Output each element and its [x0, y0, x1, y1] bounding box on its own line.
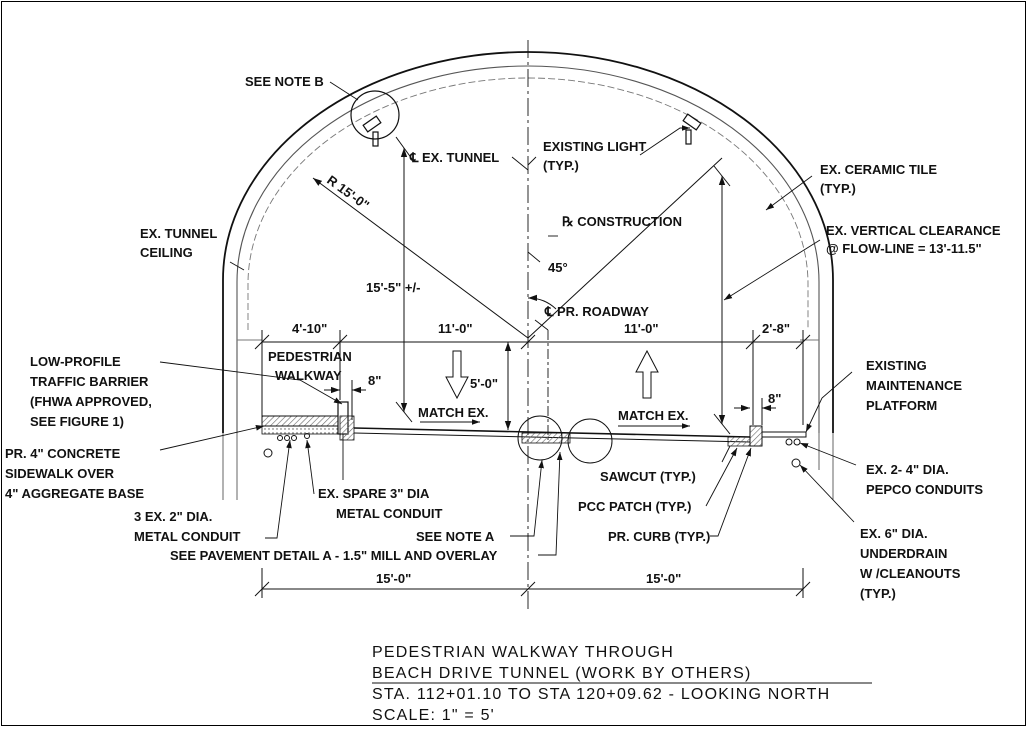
radius-label: R 15'-0"	[324, 172, 372, 213]
pavement-top	[353, 427, 751, 438]
pcc-patch-center	[521, 432, 571, 444]
underdrain-label-3: W /CLEANOUTS	[860, 566, 961, 581]
ped-walkway-label-2: WALKWAY	[275, 368, 342, 383]
low-profile-label-4: SEE FIGURE 1)	[30, 414, 124, 429]
diagonal-45-line	[527, 157, 723, 339]
pr-curb-right	[749, 425, 763, 447]
construction-label: ℞ CONSTRUCTION	[562, 214, 682, 229]
title-block: PEDESTRIAN WALKWAY THROUGH BEACH DRIVE T…	[372, 644, 872, 724]
underdrain-left-icon	[263, 448, 273, 458]
horizontal-dims	[254, 330, 811, 598]
dim-11-right-label: 11'-0"	[624, 321, 659, 336]
pepco-conduit-2	[793, 438, 801, 446]
dim-2-8-label: 2'-8"	[762, 321, 790, 336]
arch-inner-line	[236, 65, 820, 433]
angle-label: 45°	[548, 260, 568, 275]
ceramic-tile-typ-label: (TYP.)	[820, 181, 856, 196]
pr-concrete-label-3: 4" AGGREGATE BASE	[5, 486, 144, 501]
vertical-dims	[395, 136, 731, 435]
leader-lines	[159, 81, 857, 556]
see-note-b-label: SEE NOTE B	[245, 74, 324, 89]
northbound-arrow-icon	[635, 349, 659, 399]
title-line-2: BEACH DRIVE TUNNEL (WORK BY OTHERS)	[372, 665, 752, 682]
pepco-conduits-label-2: PEPCO CONDUITS	[866, 482, 983, 497]
three-conduit-label-2: METAL CONDUIT	[134, 529, 240, 544]
radius-line	[312, 177, 529, 339]
centerlines	[527, 40, 549, 610]
cl-ex-tunnel-label: ℄ EX. TUNNEL	[409, 150, 499, 165]
title-line-3: STA. 112+01.10 TO STA 120+09.62 - LOOKIN…	[372, 686, 830, 703]
conduit-left-3	[291, 435, 297, 441]
right-light-icon	[682, 113, 702, 145]
vertical-clearance-label: EX. VERTICAL CLEARANCE	[826, 223, 1001, 238]
existing-light-typ-label: (TYP.)	[543, 158, 579, 173]
pavement-detail-label: SEE PAVEMENT DETAIL A - 1.5" MILL AND OV…	[170, 548, 498, 563]
title-line-4: SCALE: 1" = 5'	[372, 707, 495, 724]
dim-8-right-label: 8"	[768, 391, 781, 406]
pepco-conduit-1	[785, 438, 793, 446]
underdrain-right-icon	[791, 458, 801, 468]
dim-11-left-label: 11'-0"	[438, 321, 473, 336]
underdrain-label-2: UNDERDRAIN	[860, 546, 947, 561]
underdrain-label: EX. 6" DIA.	[860, 526, 928, 541]
maint-platform-label: EXISTING	[866, 358, 927, 373]
low-profile-label-2: TRAFFIC BARRIER	[30, 374, 149, 389]
title-line-1: PEDESTRIAN WALKWAY THROUGH	[372, 644, 674, 661]
dim-4-10-label: 4'-10"	[292, 321, 327, 336]
conduit-left-1	[277, 435, 283, 441]
pcc-patch-label: PCC PATCH (TYP.)	[578, 499, 691, 514]
underdrain-label-4: (TYP.)	[860, 586, 896, 601]
dim-8-left-label: 8"	[368, 373, 381, 388]
sawcut-callout-circle	[567, 418, 613, 464]
vertical-clearance-value-label: @ FLOW-LINE = 13'-11.5"	[826, 241, 982, 256]
sidewalk-slab	[261, 415, 343, 427]
tunnel-ceiling-label: EX. TUNNEL	[140, 226, 217, 241]
ceramic-tile-label: EX. CERAMIC TILE	[820, 162, 937, 177]
height-label: 15'-5" +/-	[366, 280, 420, 295]
angle-45-arc	[527, 294, 557, 310]
spare-conduit-label: EX. SPARE 3" DIA	[318, 486, 430, 501]
conduit-left-2	[284, 435, 290, 441]
low-profile-label: LOW-PROFILE	[30, 354, 121, 369]
pr-concrete-label: PR. 4" CONCRETE	[5, 446, 121, 461]
dim-15-left-label: 15'-0"	[376, 571, 411, 586]
three-conduit-label: 3 EX. 2" DIA.	[134, 509, 212, 524]
pcc-patch-right	[727, 436, 751, 447]
dim-5-0-label: 5'-0"	[470, 376, 498, 391]
see-note-a-label: SEE NOTE A	[416, 529, 495, 544]
match-ex-right-label: MATCH EX.	[618, 408, 689, 423]
roadway-section	[261, 401, 807, 480]
arch-tile-line	[247, 77, 809, 330]
ped-walkway-label: PEDESTRIAN	[268, 349, 352, 364]
spare-conduit-label-2: METAL CONDUIT	[336, 506, 442, 521]
pr-curb-label: PR. CURB (TYP.)	[608, 529, 710, 544]
dim-15-right-label: 15'-0"	[646, 571, 681, 586]
annotation-labels: SEE NOTE B ℄ EX. TUNNEL EXISTING LIGHT (…	[5, 74, 1001, 601]
cl-pr-roadway-label: ℄ PR. ROADWAY	[544, 304, 649, 319]
maint-platform-label-2: MAINTENANCE	[866, 378, 962, 393]
barrier-footing	[339, 415, 355, 441]
right-foundation	[818, 433, 834, 500]
low-profile-label-3: (FHWA APPROVED,	[30, 394, 152, 409]
maint-platform	[761, 431, 807, 438]
existing-light-label: EXISTING LIGHT	[543, 139, 646, 154]
sidewalk-base	[261, 425, 343, 435]
note-b-callout-circle	[350, 90, 400, 140]
maint-platform-label-3: PLATFORM	[866, 398, 937, 413]
pr-concrete-label-2: SIDEWALK OVER	[5, 466, 115, 481]
geometry-lines	[312, 157, 723, 339]
traffic-direction	[445, 349, 659, 400]
left-foundation	[222, 433, 238, 500]
left-light-icon	[362, 115, 382, 147]
spare-conduit-icon	[304, 433, 310, 439]
southbound-arrow-icon	[445, 350, 469, 400]
tunnel-ceiling-label-2: CEILING	[140, 245, 193, 260]
match-ex-left-label: MATCH EX.	[418, 405, 489, 420]
sawcut-label: SAWCUT (TYP.)	[600, 469, 696, 484]
pepco-conduits-label: EX. 2- 4" DIA.	[866, 462, 949, 477]
